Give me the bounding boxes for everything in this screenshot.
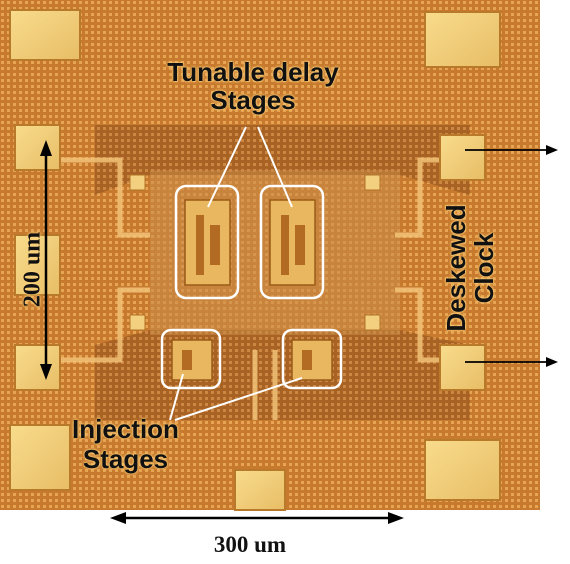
output-arrows xyxy=(465,145,558,367)
bond-pad xyxy=(424,439,501,501)
bond-pad xyxy=(439,344,486,391)
bond-pad xyxy=(9,424,71,491)
tunable-label-line2: Stages xyxy=(210,85,296,115)
deskewed-label-line1: Deskewed xyxy=(441,204,471,332)
injection-label-line1: Injection xyxy=(72,414,179,444)
injection-box-right xyxy=(281,328,343,390)
bond-pad xyxy=(439,134,486,181)
bond-pad xyxy=(234,469,286,511)
deskewed-label-line2: Clock xyxy=(469,232,499,304)
injection-box-left xyxy=(160,328,222,390)
bond-pad xyxy=(14,124,61,171)
tunable-delay-box-left xyxy=(174,184,240,300)
tunable-delay-box-right xyxy=(259,184,325,300)
deskewed-clock-label: Deskewed Clock xyxy=(441,193,499,343)
injection-label-line2: Stages xyxy=(82,444,169,474)
bond-pad xyxy=(14,234,61,296)
width-dimension-arrow xyxy=(110,512,404,524)
width-dimension-label: 300 um xyxy=(213,532,287,557)
bond-pad xyxy=(424,11,501,68)
height-dimension-label: 200 um xyxy=(19,231,46,308)
bond-pad xyxy=(9,9,81,61)
bond-pad xyxy=(14,344,61,391)
tunable-label-line1: Tunable delay xyxy=(167,57,339,87)
injection-stages-label: Injection Stages xyxy=(38,414,213,474)
height-dimension-arrow xyxy=(40,140,52,380)
tunable-delay-stages-label: Tunable delay Stages xyxy=(128,58,378,114)
